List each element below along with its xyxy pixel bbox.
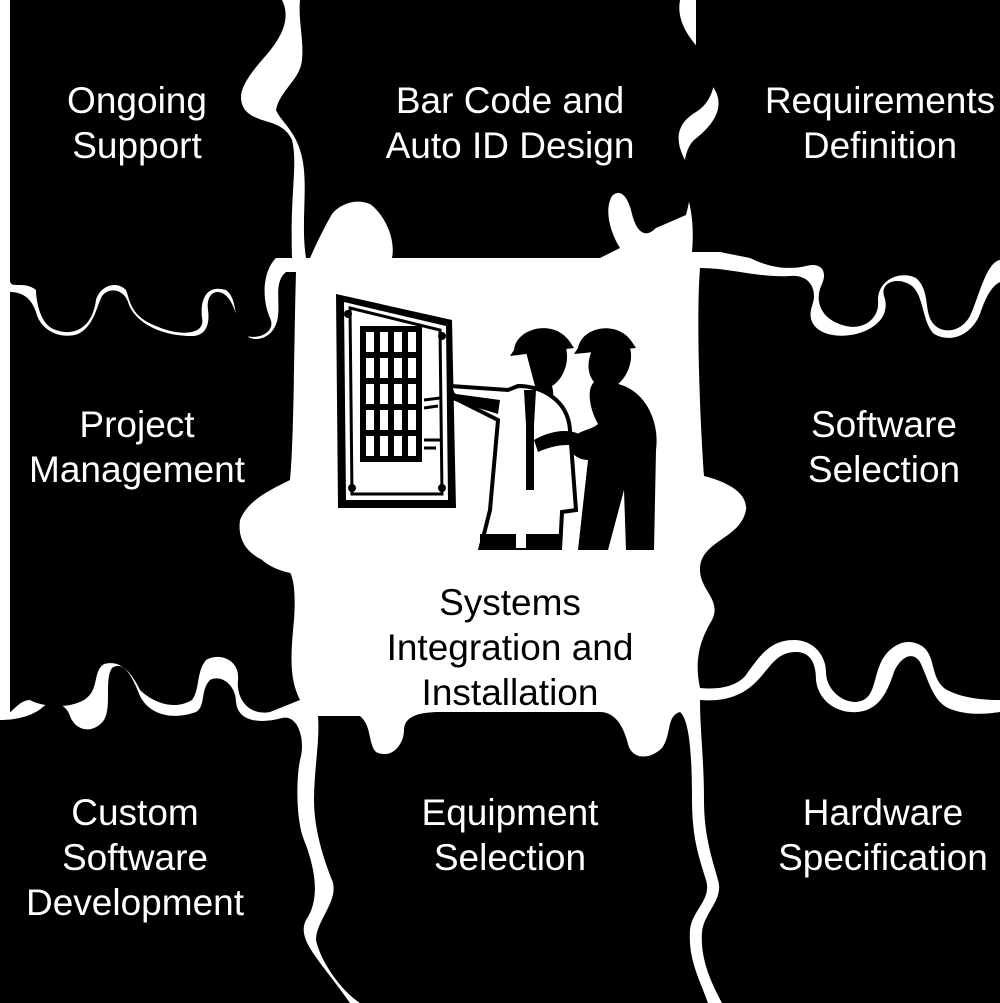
engineers-reviewing-blueprint-icon (336, 294, 657, 550)
hardware-specification-label: Hardware Specification (778, 792, 988, 878)
piece-software-selection (697, 268, 1000, 702)
piece-custom-software (0, 665, 350, 1003)
piece-ongoing-support (10, 0, 295, 337)
software-selection-label: Software Selection (807, 404, 961, 490)
piece-requirements (684, 0, 1000, 331)
project-management-label: Project Management (29, 404, 245, 490)
piece-bar-code (276, 0, 715, 258)
ongoing-support-label: Ongoing Support (67, 80, 207, 166)
bar-code-label: Bar Code and Auto ID Design (385, 80, 635, 166)
systems-integration-label: Systems Integration and Installation (386, 582, 634, 713)
equipment-selection-label: Equipment Selection (421, 792, 599, 878)
piece-project-management (10, 272, 300, 713)
piece-hardware-specification (700, 652, 1000, 1003)
requirements-label: Requirements Definition (764, 80, 996, 166)
piece-equipment-selection (314, 712, 708, 1003)
custom-software-label: Custom Software Development (25, 792, 245, 923)
